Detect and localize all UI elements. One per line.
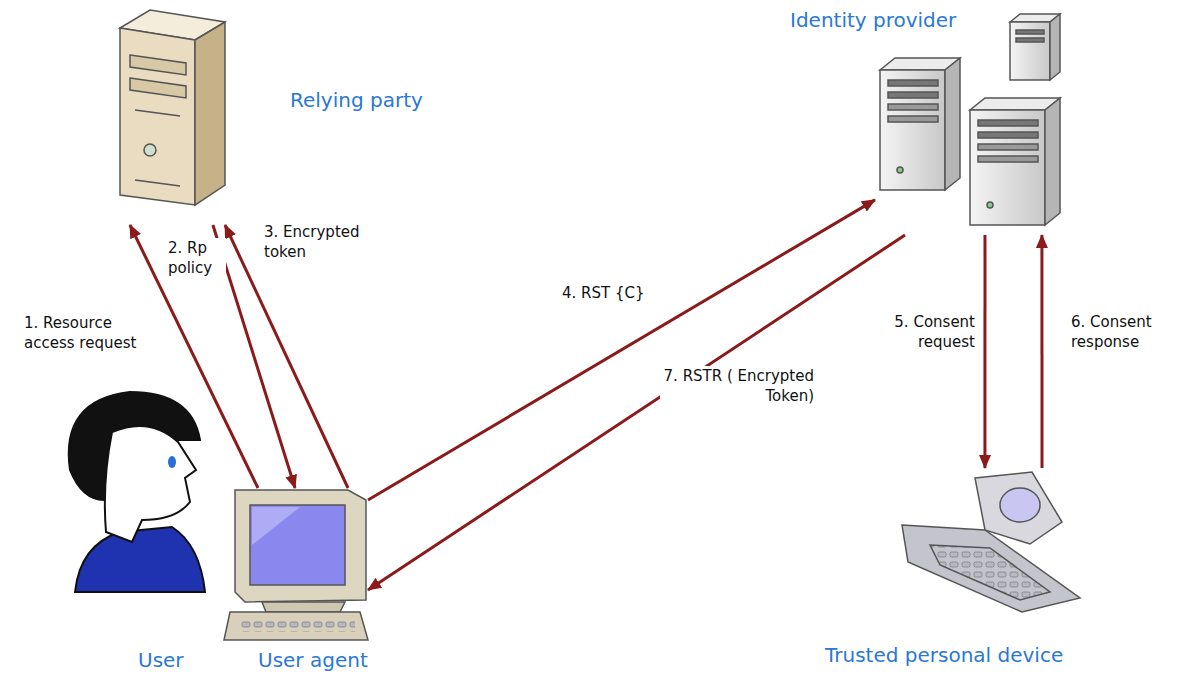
server-icon (880, 14, 1060, 225)
flow-arrow (130, 225, 258, 488)
node-label: Trusted personal device (825, 643, 1063, 667)
user-agent: User agent (228, 488, 368, 643)
node-label: User agent (258, 648, 368, 672)
trusted-device: Trusted personal device (900, 468, 1080, 613)
identity-provider: Identity provider (875, 50, 1070, 235)
user: User (50, 390, 210, 600)
relying-party: Relying party (115, 10, 225, 225)
step-label: 7. RSTR ( Encrypted Token) (660, 366, 816, 407)
step-label: 3. Encrypted token (262, 222, 388, 263)
node-label: Relying party (290, 88, 423, 112)
person-icon (69, 392, 205, 592)
server-icon (120, 10, 225, 205)
phone-icon (902, 472, 1080, 612)
flow-arrow (983, 235, 986, 468)
step-label: 1. Resource access request (22, 313, 161, 354)
flow-arrow (1040, 235, 1043, 468)
step-label: 6. Consent response (1069, 312, 1173, 353)
flow-arrow (368, 200, 875, 500)
step-label: 5. Consent request (876, 312, 977, 353)
flow-arrow (225, 225, 348, 488)
node-label: User (138, 648, 184, 672)
flow-arrow (368, 235, 905, 590)
step-label: 2. Rp policy (166, 238, 226, 279)
node-label: Identity provider (790, 8, 956, 32)
computer-icon (224, 490, 368, 640)
step-label: 4. RST {C} (560, 283, 674, 303)
